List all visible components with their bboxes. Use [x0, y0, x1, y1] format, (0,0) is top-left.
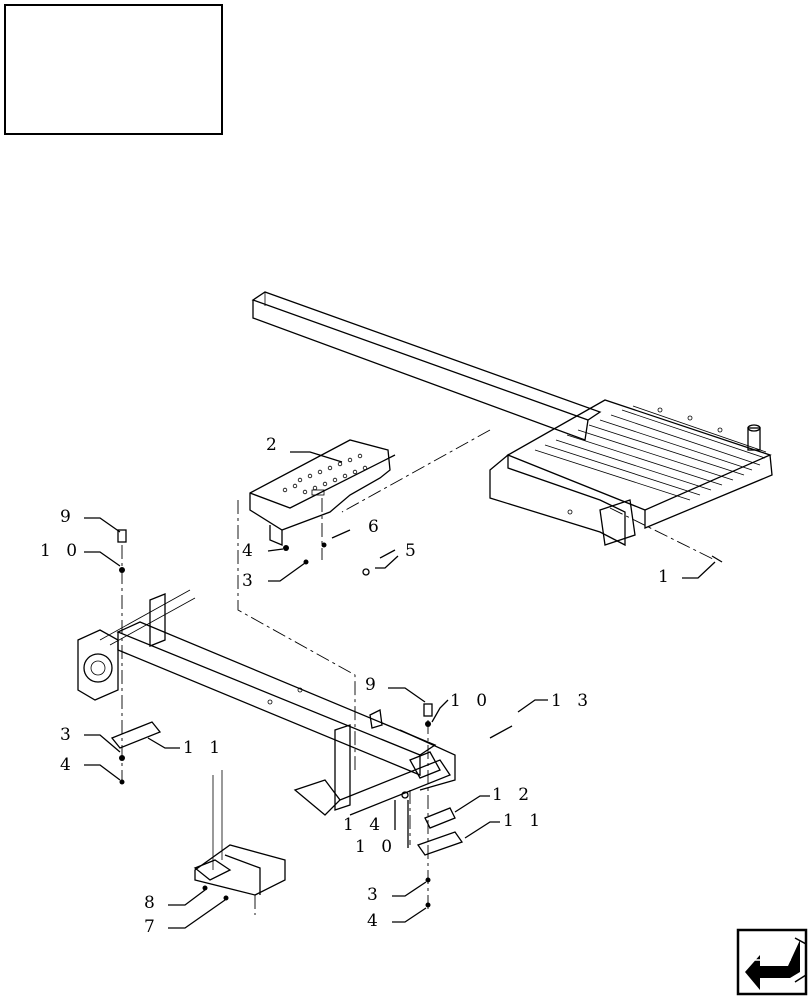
callout-4: 4 — [242, 541, 258, 561]
callout-11: 1 1 — [183, 738, 225, 758]
callout-9: 9 — [60, 507, 76, 527]
title-box — [4, 4, 223, 135]
callout-10: 1 0 — [40, 541, 82, 561]
callout-2: 2 — [266, 435, 282, 455]
callout-1: 1 — [658, 567, 674, 587]
callout-9: 9 — [365, 675, 381, 695]
callout-14: 1 4 — [343, 815, 385, 835]
callout-12: 1 2 — [492, 785, 534, 805]
step-bracket — [249, 439, 396, 546]
callout-6: 6 — [368, 517, 384, 537]
callout-5: 5 — [405, 541, 421, 561]
upper-beam — [251, 291, 602, 441]
leader-lines — [84, 451, 716, 929]
callout-4: 4 — [367, 911, 383, 931]
grille-panel — [489, 399, 773, 547]
hardware — [110, 529, 723, 908]
lower-step — [193, 770, 286, 896]
callout-11: 1 1 — [503, 811, 545, 831]
lower-frame — [77, 589, 456, 816]
callout-8: 8 — [144, 893, 160, 913]
callout-13: 1 3 — [551, 691, 593, 711]
callout-4: 4 — [60, 755, 76, 775]
callout-7: 7 — [144, 917, 160, 937]
callout-3: 3 — [367, 885, 383, 905]
callout-10: 1 0 — [355, 837, 397, 857]
callout-3: 3 — [60, 725, 76, 745]
callout-10: 1 0 — [450, 691, 492, 711]
callout-3: 3 — [242, 571, 258, 591]
back-arrow-icon[interactable] — [736, 928, 808, 996]
alignment-lines — [121, 429, 716, 915]
callout-labels: 1 2 3 4 5 6 9 1 0 3 4 1 1 9 1 0 1 3 1 2 … — [40, 435, 674, 937]
